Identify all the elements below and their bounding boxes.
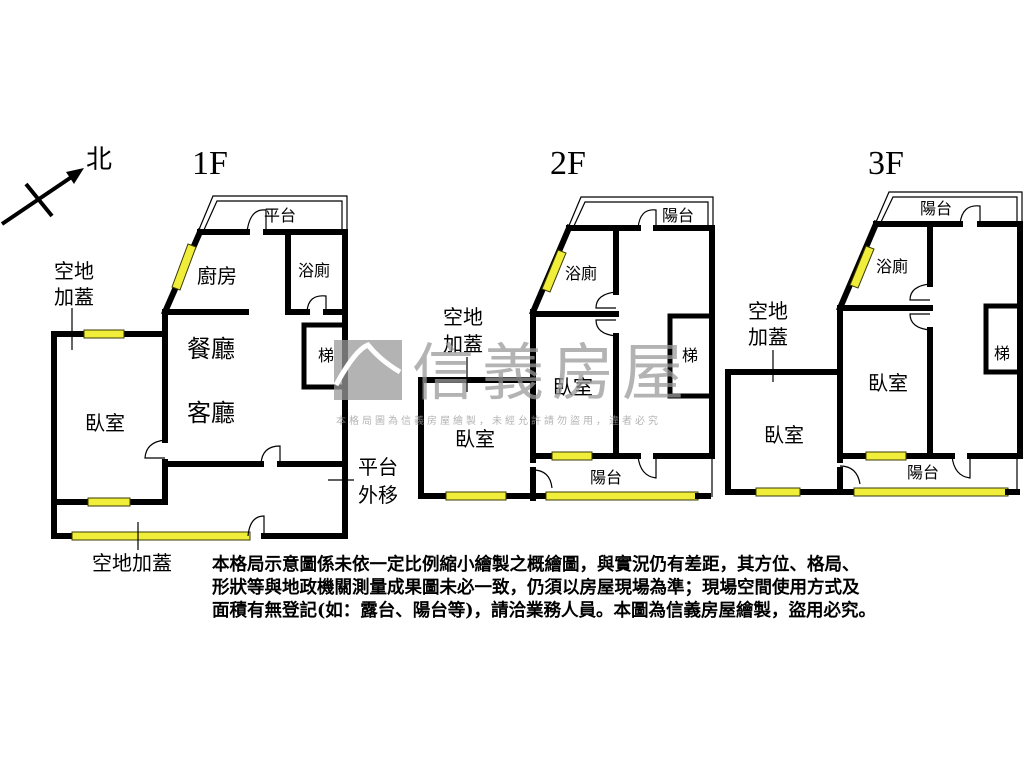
room-label-bathroom: 浴廁: [298, 261, 330, 280]
floor-3f: 3F 浴廁 梯 臥室 臥室 陽台: [725, 145, 1023, 497]
floor-title-1f: 1F: [192, 145, 228, 182]
disclaimer-text: 本格局示意圖係未依一定比例縮小繪製之概繪圖，與實況仍有差距，其方位、格局、 形狀…: [212, 554, 1012, 623]
watermark: 信義房屋 本格局圖為信義房屋繪製，未經允許請勿盜用，違者必究: [333, 336, 692, 427]
floor-title-2f: 2F: [550, 145, 586, 182]
north-arrow-icon: [0, 168, 84, 226]
label-addition-line2-2f: 加蓋: [443, 332, 483, 356]
watermark-notice: 本格局圖為信義房屋繪製，未經允許請勿盜用，違者必究: [336, 414, 661, 427]
room-label-bathroom-3f: 浴廁: [876, 257, 908, 276]
room-label-bedroom-b-3f: 臥室: [764, 423, 804, 447]
room-label-bathroom-2f: 浴廁: [565, 264, 597, 283]
label-balcony-top-2f: 陽台: [662, 206, 694, 225]
disclaimer-line-1: 本格局示意圖係未依一定比例縮小繪製之概繪圖，與實況仍有差距，其方位、格局、: [212, 555, 860, 575]
label-addition-line1: 空地: [54, 259, 94, 283]
room-label-stairs-3f: 梯: [994, 344, 1010, 363]
label-balcony-bottom-3f: 陽台: [907, 463, 939, 482]
room-label-stairs-2f: 梯: [682, 346, 698, 365]
room-label-stairs: 梯: [318, 346, 334, 365]
label-bottom-addition: 空地加蓋: [92, 551, 172, 575]
disclaimer-line-3: 面積有無登記(如：露台、陽台等)，請洽業務人員。本圖為信義房屋繪製，盜用必究。: [212, 601, 877, 621]
room-label-living: 客廳: [187, 399, 235, 427]
compass-label: 北: [86, 145, 112, 175]
label-balcony-top-3f: 陽台: [920, 199, 952, 218]
room-label-bedroom-a-3f: 臥室: [868, 371, 908, 395]
watermark-brand: 信義房屋: [412, 336, 692, 409]
label-addition-line1-3f: 空地: [748, 299, 788, 323]
label-platform-moved-line2: 外移: [358, 483, 398, 507]
disclaimer-line-2: 形狀等與地政機關測量成果圖未必一致，仍須以房屋現場為準；現場空間使用方式及: [212, 578, 860, 598]
room-label-bedroom-a-2f: 臥室: [553, 375, 593, 399]
label-addition-line1-2f: 空地: [443, 305, 483, 329]
floor-title-3f: 3F: [868, 145, 904, 182]
label-platform-top: 平台: [264, 206, 296, 225]
floor-2f: 2F 浴廁 梯: [418, 145, 715, 501]
room-label-dining: 餐廳: [187, 335, 235, 363]
room-label-bedroom-b-2f: 臥室: [455, 427, 495, 451]
label-addition-line2-3f: 加蓋: [748, 325, 788, 349]
room-label-bedroom: 臥室: [85, 411, 125, 435]
label-platform-moved-line1: 平台: [358, 455, 398, 479]
label-balcony-bottom-2f: 陽台: [590, 468, 622, 487]
label-addition-line2: 加蓋: [54, 285, 94, 309]
room-label-kitchen: 廚房: [197, 264, 237, 288]
